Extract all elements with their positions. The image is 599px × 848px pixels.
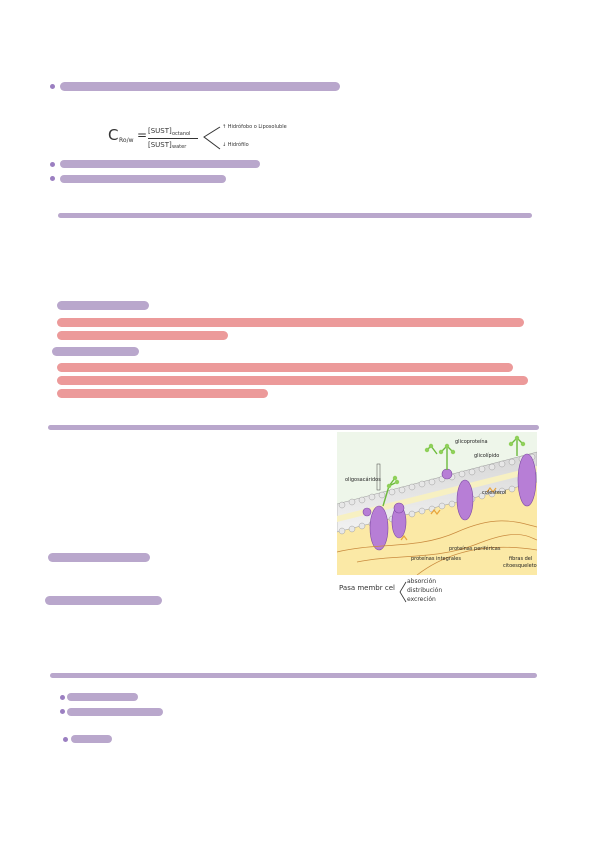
partition-formula: C Ro/w = [SUST] octanol [SUST] water ↑ H… [108,120,308,156]
redacted-heading [57,301,149,310]
formula-subscript: Ro/w [119,137,134,144]
branch-down: ↓ Hidrófilo [222,142,249,148]
redacted-line [57,318,524,327]
redacted-line [57,389,268,398]
redacted-line [57,331,228,340]
branch-brace [203,126,221,150]
branch-up: ↑ Hidrófobo o Liposoluble [222,124,287,130]
redacted-line [71,735,112,743]
bullet-dot [63,737,68,742]
note-brace [399,581,407,603]
note-item-absorcion: absorción [407,578,437,585]
redacted-line [60,160,260,168]
redacted-line [57,376,528,385]
redacted-line [67,693,138,701]
membrane-illustration [337,435,537,575]
bullet-dot [60,709,65,714]
redacted-line [48,553,150,562]
formula-numerator-sub: octanol [172,131,191,137]
redacted-line [67,708,163,716]
label-cholesterol: colesterol [482,490,507,496]
formula-denominator-sub: water [172,144,187,150]
membrane-note: Pasa membr cel absorción distribución ex… [337,578,497,608]
fraction-line [148,138,198,139]
redacted-line [45,596,162,605]
formula-equals: = [137,128,148,142]
redacted-line [60,175,226,183]
formula-numerator: [SUST] [148,127,172,135]
note-item-distribucion: distribución [407,587,443,594]
cell-membrane-figure: glicoproteína glicolípido oligosacáridos… [337,432,537,575]
redacted-heading [52,347,139,356]
formula-lhs: C [108,126,119,144]
section-divider [50,673,537,678]
note-prefix: Pasa membr cel [339,584,395,592]
label-cytoskeleton-1: fibras del [509,556,533,562]
redacted-line [60,82,340,91]
bullet-dot [50,84,55,89]
formula-denominator: [SUST] [148,141,172,149]
note-item-excrecion: excreción [407,596,436,603]
section-divider [58,213,532,218]
bullet-dot [50,176,55,181]
label-glycolipid: glicolípido [474,453,500,459]
label-glycoprotein: glicoproteína [455,439,488,445]
label-oligosaccharides: oligosacáridos [345,477,381,483]
label-cytoskeleton-2: citoesqueleto [503,563,537,569]
redacted-line [57,363,513,372]
label-integral-proteins: proteínas integrales [411,556,461,562]
label-peripheral-proteins: proteínas periféricas [449,546,501,552]
section-divider [48,425,539,430]
bullet-dot [50,162,55,167]
bullet-dot [60,695,65,700]
